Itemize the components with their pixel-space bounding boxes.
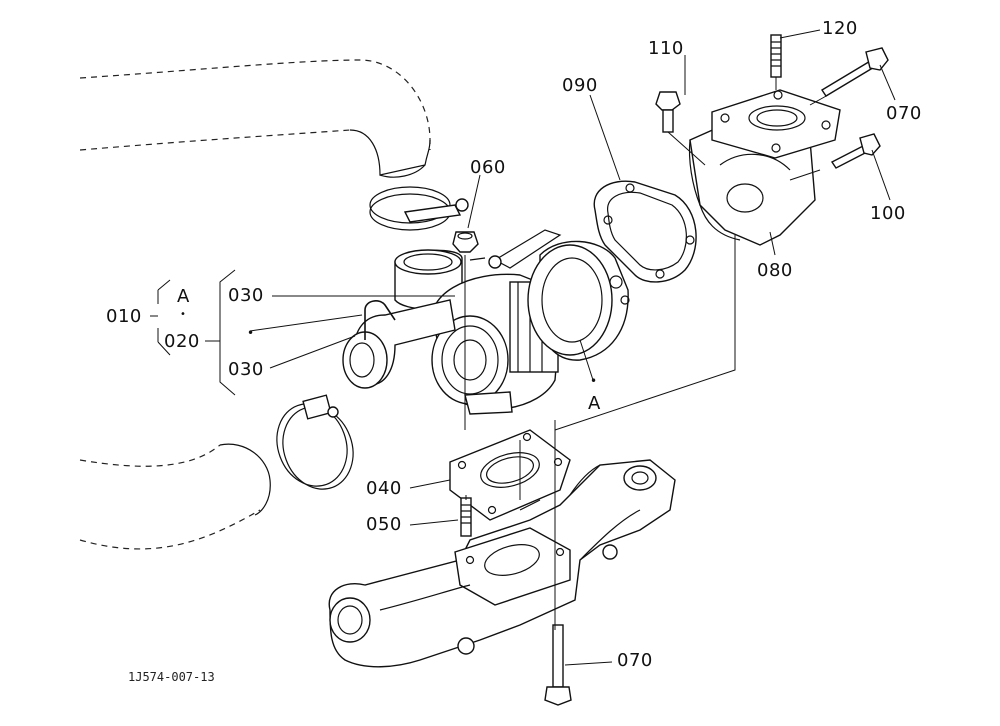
callout-040: 040 xyxy=(366,478,402,499)
assembly-centerlines xyxy=(464,77,829,630)
callout-050: 050 xyxy=(366,514,402,535)
stud-050 xyxy=(460,497,472,537)
upper-hose-clamp xyxy=(369,186,469,231)
callout-120: 120 xyxy=(822,18,858,39)
stud-120 xyxy=(770,34,782,78)
nut-060 xyxy=(452,231,479,253)
mark-dot-030: • xyxy=(247,326,255,340)
bolt-070-lower xyxy=(544,624,572,706)
exhaust-elbow-080 xyxy=(688,89,841,246)
bolt-110 xyxy=(655,91,681,133)
exhaust-manifold xyxy=(328,459,676,668)
callout-030-upper: 030 xyxy=(228,285,264,306)
turbocharger xyxy=(394,229,630,415)
gasket-040 xyxy=(449,429,571,521)
lower-intake-hose xyxy=(79,443,271,550)
callout-080: 080 xyxy=(757,260,793,281)
callout-leaders xyxy=(150,29,896,666)
bolt-100 xyxy=(830,133,881,169)
callout-010: 010 xyxy=(106,306,142,327)
callout-100: 100 xyxy=(870,203,906,224)
drawing-code: 1J574-007-13 xyxy=(128,670,215,684)
upper-intake-hose xyxy=(79,59,431,178)
mark-a-right: A xyxy=(588,393,601,414)
callout-030-lower: 030 xyxy=(228,359,264,380)
mark-dot-a-right: • xyxy=(590,374,598,388)
callout-090: 090 xyxy=(562,75,598,96)
callout-070-upper: 070 xyxy=(886,103,922,124)
callout-070-lower: 070 xyxy=(617,650,653,671)
inlet-pipe xyxy=(342,299,456,389)
lower-hose-clamp xyxy=(276,394,354,490)
bolt-070-upper xyxy=(821,47,889,97)
callout-brackets xyxy=(157,269,236,396)
callout-060: 060 xyxy=(470,157,506,178)
mark-dot-left: • xyxy=(180,309,187,320)
gasket-090 xyxy=(593,180,697,283)
callout-110: 110 xyxy=(648,38,684,59)
mark-a-left: A xyxy=(177,286,190,307)
callout-020: 020 xyxy=(164,331,200,352)
